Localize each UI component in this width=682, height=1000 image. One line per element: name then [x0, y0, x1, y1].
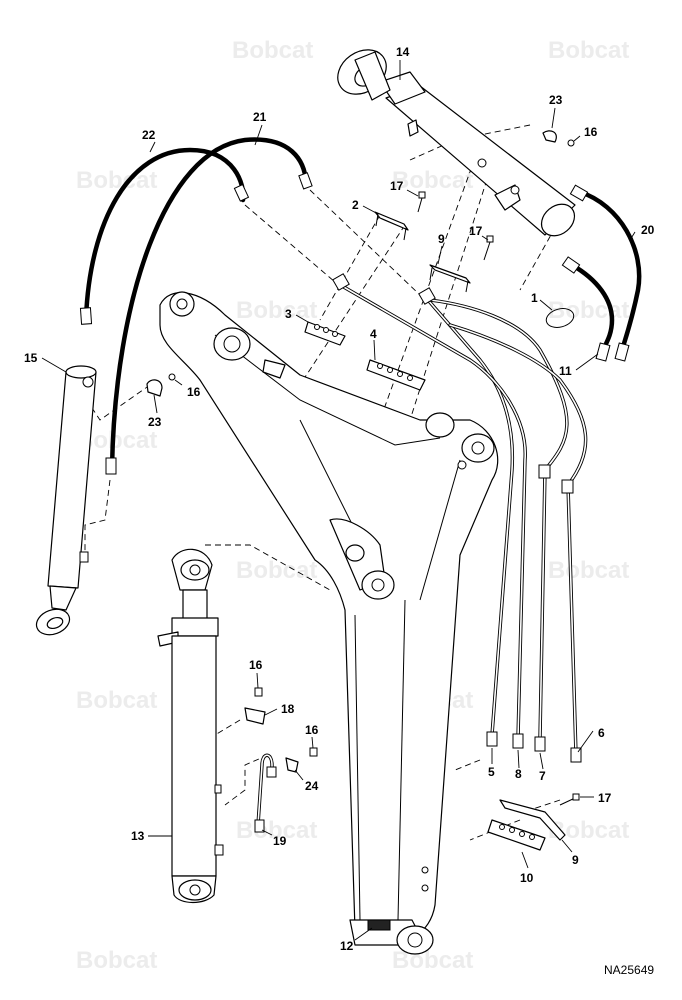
callout-16: 16 — [305, 723, 319, 737]
callout-12: 12 — [340, 939, 354, 953]
callout-7: 7 — [539, 769, 546, 783]
callout-9: 9 — [572, 853, 579, 867]
callout-24: 24 — [305, 779, 319, 793]
callout-23: 23 — [148, 415, 162, 429]
cylinder-14 — [337, 49, 576, 237]
callout-10: 10 — [520, 871, 534, 885]
callout-20: 20 — [641, 223, 655, 237]
callout-5: 5 — [488, 765, 495, 779]
watermark-text: Bobcat — [236, 557, 317, 584]
boom-12 — [159, 291, 499, 955]
callout-19: 19 — [273, 834, 287, 848]
cylinder-15 — [35, 365, 97, 636]
callout-17: 17 — [598, 791, 612, 805]
callout-labels: 14 23 16 21 22 20 17 2 9 17 1 3 4 11 15 … — [24, 45, 655, 953]
callout-18: 18 — [281, 702, 295, 716]
callout-17: 17 — [390, 179, 404, 193]
watermark-text: Bobcat — [76, 947, 157, 974]
callout-23: 23 — [549, 93, 563, 107]
callout-15: 15 — [24, 351, 38, 365]
watermark-text: Bobcat — [236, 817, 317, 844]
callout-21: 21 — [253, 110, 267, 124]
callout-13: 13 — [131, 829, 145, 843]
callout-16: 16 — [584, 125, 598, 139]
callout-8: 8 — [515, 767, 522, 781]
watermark-text: Bobcat — [548, 37, 629, 64]
callout-14: 14 — [396, 45, 410, 59]
callout-17: 17 — [469, 224, 483, 238]
document-id: NA25649 — [604, 963, 654, 977]
watermark-text: Bobcat — [392, 167, 473, 194]
callout-6: 6 — [598, 726, 605, 740]
callout-11: 11 — [559, 364, 572, 378]
watermark-text: Bobcat — [76, 167, 157, 194]
watermark-text: Bobcat — [548, 297, 629, 324]
hydraulic-tubes — [332, 273, 588, 763]
callout-3: 3 — [285, 307, 292, 321]
small-parts — [146, 130, 580, 851]
callout-1: 1 — [531, 291, 538, 305]
hose-22 — [79, 147, 250, 325]
watermark-text: Bobcat — [76, 687, 157, 714]
callout-16: 16 — [249, 658, 263, 672]
callout-16: 16 — [187, 385, 201, 399]
callout-22: 22 — [142, 128, 156, 142]
callout-4: 4 — [370, 327, 377, 341]
watermark-text: Bobcat — [232, 37, 313, 64]
callout-9: 9 — [438, 232, 445, 246]
hose-20 — [561, 184, 642, 362]
hose-21 — [105, 137, 313, 475]
watermark-text: Bobcat — [548, 557, 629, 584]
leader-lines — [41, 60, 636, 941]
cylinder-13 — [157, 548, 224, 904]
callout-2: 2 — [352, 198, 359, 212]
